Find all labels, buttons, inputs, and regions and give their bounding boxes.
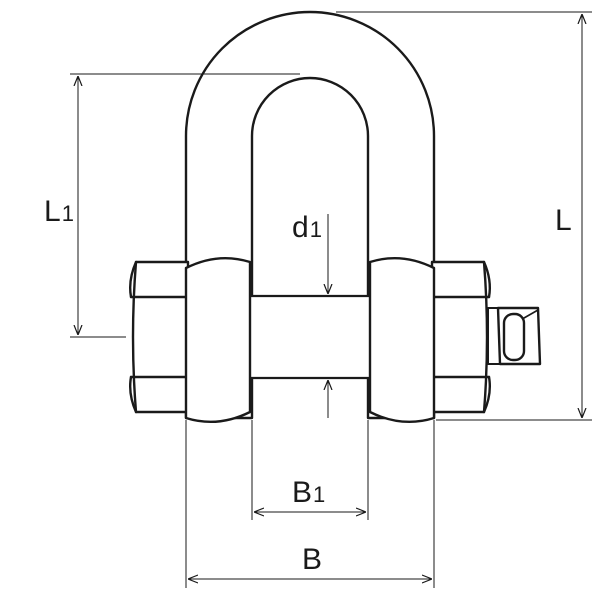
dimension-lines	[70, 11, 592, 588]
label-l1: L1	[44, 195, 74, 228]
shackle-drawing	[128, 10, 542, 423]
pin-head-left	[128, 260, 190, 414]
label-d1: d1	[292, 211, 322, 244]
bow-eye-right	[368, 257, 436, 423]
bow-eye-left	[184, 257, 252, 423]
label-l: L	[555, 204, 572, 237]
pin-shaft	[246, 294, 374, 380]
nut-right	[430, 260, 492, 414]
cotter-pin	[496, 306, 542, 366]
label-b: B	[302, 543, 322, 576]
label-b1: B1	[292, 476, 325, 509]
